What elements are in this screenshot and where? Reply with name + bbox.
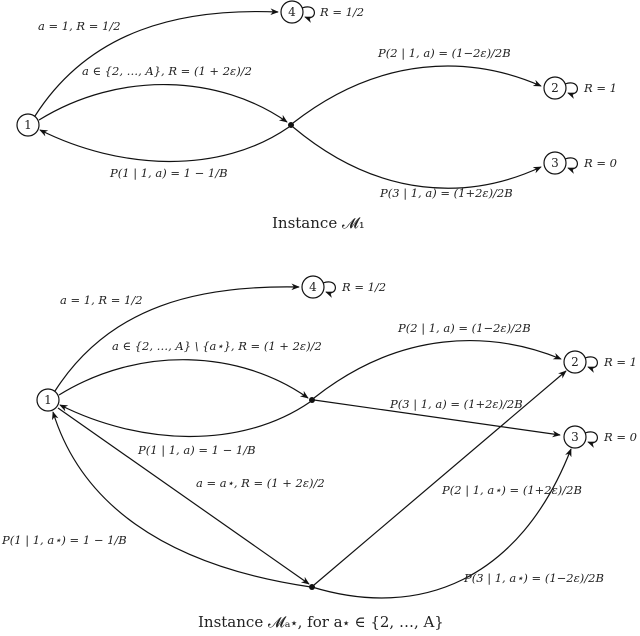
edge-label-bot-to-dot2: a = a⋆, R = (1 + 2ε)/2 <box>196 476 325 490</box>
edge-label-top-to-dot: a ∈ {2, …, A}, R = (1 + 2ε)/2 <box>82 64 252 78</box>
node-bot-1 <box>36 388 60 412</box>
dot-bot-1 <box>309 397 315 403</box>
self-loop-bot-2 <box>584 356 598 373</box>
self-loop-label-top-3: R = 0 <box>584 156 617 170</box>
edge-bot-dot2-to-2 <box>313 370 567 586</box>
node-bot-2-label: 2 <box>571 355 579 369</box>
dot-top <box>288 122 294 128</box>
node-top-1-label: 1 <box>24 118 32 132</box>
edge-label-bot-to4: a = 1, R = 1/2 <box>60 293 143 307</box>
self-loop-top-4 <box>301 6 315 23</box>
edge-label-bot-dot1-to3: P(3 | 1, a) = (1+2ε)/2B <box>390 397 523 411</box>
edge-bot-dot1-to-2 <box>313 340 562 399</box>
edge-bot-1-to-dot1 <box>58 359 309 399</box>
node-bot-1-label: 1 <box>44 393 52 407</box>
node-top-4-label: 4 <box>288 5 296 19</box>
edge-top-dot-to-3 <box>292 126 542 189</box>
self-loop-label-bot-4: R = 1/2 <box>342 280 387 294</box>
edge-label-bot-dot2-to1: P(1 | 1, a⋆) = 1 − 1/B <box>2 533 127 547</box>
edge-label-bot-dot2-to2: P(2 | 1, a⋆) = (1+2ε)/2B <box>442 483 582 497</box>
self-loop-label-bot-2: R = 1 <box>604 355 637 369</box>
node-bot-4-label: 4 <box>309 280 317 294</box>
node-top-3-label: 3 <box>551 156 559 170</box>
edge-label-bot-dot1-to1: P(1 | 1, a) = 1 − 1/B <box>138 443 256 457</box>
node-top-3 <box>543 151 567 175</box>
node-bot-3-label: 3 <box>571 430 579 444</box>
edge-top-dot-to-2 <box>292 65 542 124</box>
edge-bot-1-to-4 <box>54 283 300 392</box>
node-top-2 <box>543 76 567 100</box>
self-loop-bot-3 <box>584 431 598 448</box>
edge-bot-dot1-to-3 <box>313 399 561 438</box>
edge-label-bot-dot2-to3: P(3 | 1, a⋆) = (1−2ε)/2B <box>464 571 604 585</box>
edge-top-dot-to-1 <box>39 126 290 163</box>
self-loop-top-3 <box>564 157 578 174</box>
self-loop-label-bot-3: R = 0 <box>604 430 637 444</box>
node-bot-3 <box>563 425 587 449</box>
caption-top: Instance 𝓜₁ <box>272 214 365 232</box>
edge-bot-dot2-to-3 <box>311 448 572 599</box>
edge-top-1-to-dot <box>38 83 288 123</box>
self-loop-label-top-4: R = 1/2 <box>320 5 365 19</box>
self-loop-label-top-2: R = 1 <box>584 81 617 95</box>
edge-bot-1-to-dot2 <box>57 407 310 585</box>
self-loop-top-2 <box>564 82 578 99</box>
edge-label-bot-to-dot1: a ∈ {2, …, A} \ {a⋆}, R = (1 + 2ε)/2 <box>112 339 322 353</box>
dot-bot-2 <box>309 584 315 590</box>
node-bot-4 <box>301 275 325 299</box>
edge-label-top-to4: a = 1, R = 1/2 <box>38 19 121 33</box>
node-top-2-label: 2 <box>551 81 559 95</box>
node-bot-2 <box>563 350 587 374</box>
caption-bottom: Instance 𝓜ₐ⋆, for a⋆ ∈ {2, …, A} <box>198 613 444 631</box>
node-top-4 <box>280 0 304 24</box>
node-top-1 <box>16 113 40 137</box>
self-loop-bot-4 <box>322 281 336 298</box>
edge-bot-dot1-to-1 <box>59 401 311 438</box>
edge-label-top-to2: P(2 | 1, a) = (1−2ε)/2B <box>378 46 511 60</box>
edge-label-top-to3: P(3 | 1, a) = (1+2ε)/2B <box>380 186 513 200</box>
edge-top-1-to-4 <box>34 8 279 117</box>
edge-bot-dot2-to-1 <box>52 411 312 588</box>
edge-label-bot-dot1-to2: P(2 | 1, a) = (1−2ε)/2B <box>398 321 531 335</box>
edge-label-top-to1: P(1 | 1, a) = 1 − 1/B <box>110 166 228 180</box>
